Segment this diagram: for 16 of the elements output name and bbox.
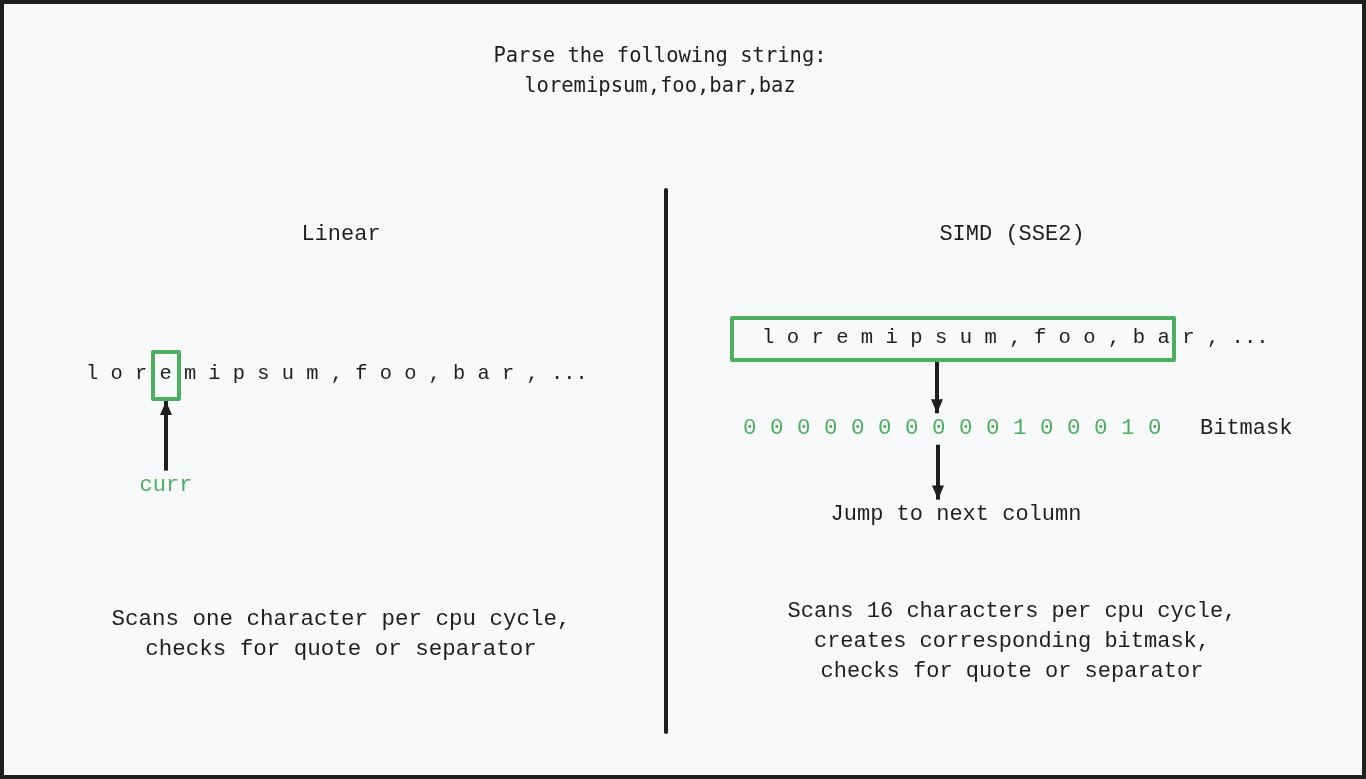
column-heading: SIMD (SSE2)	[939, 220, 1085, 249]
side-label: Bitmask	[1200, 414, 1293, 443]
column-heading: Linear	[301, 220, 381, 249]
highlight-box	[730, 316, 1176, 362]
title-text: Parse the following string: loremipsum,foo,bar,baz	[492, 42, 828, 99]
highlight-box	[151, 350, 181, 401]
bitmask-digits: 0 0 0 0 0 0 0 0 0 0 1 0 0 0 1 0	[743, 413, 1162, 445]
character-string: l o r e m i p s u m , f o o , b a r , ...	[762, 324, 1269, 351]
character-string: l o r e m i p s u m , f o o , b a r , ...	[86, 360, 588, 387]
arrow	[160, 401, 172, 471]
description-text: Scans one character per cpu cycle, checks for quote or separator	[110, 605, 572, 664]
arrow	[932, 444, 944, 500]
step-label: Jump to next column	[830, 499, 1082, 531]
arrow	[931, 362, 943, 414]
description-text: Scans 16 characters per cpu cycle, creates corresponding bitmask, checks for quote or separator	[786, 598, 1238, 686]
pointer-label: curr	[139, 470, 193, 502]
